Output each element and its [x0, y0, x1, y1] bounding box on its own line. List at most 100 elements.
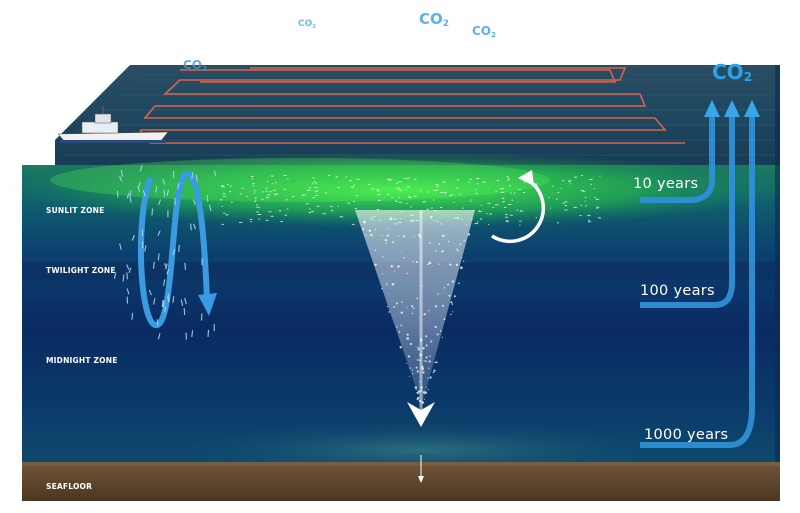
particle — [357, 179, 360, 180]
particle — [315, 195, 317, 196]
sinking-particle — [458, 283, 460, 285]
co2-label-sky-2: CO2 — [472, 24, 496, 39]
particle — [399, 190, 402, 191]
particle — [338, 206, 339, 207]
particle — [596, 199, 599, 200]
fish-mark — [208, 330, 209, 337]
particle — [600, 176, 601, 177]
particle — [254, 193, 255, 194]
fish-mark — [185, 263, 186, 270]
particle — [440, 192, 443, 193]
particle — [414, 179, 417, 180]
particle — [315, 182, 317, 183]
particle — [581, 190, 584, 191]
particle — [231, 202, 233, 203]
particle — [263, 191, 264, 192]
particle — [337, 187, 339, 188]
particle — [478, 211, 481, 212]
particle — [377, 191, 380, 192]
particle — [352, 224, 355, 225]
particle — [220, 199, 222, 200]
particle — [519, 189, 522, 190]
fish-mark — [162, 300, 163, 307]
fish-mark — [179, 245, 180, 252]
particle — [550, 208, 551, 209]
particle — [336, 177, 339, 178]
co2-label-sky-3: CO2 — [298, 19, 316, 30]
particle — [340, 216, 344, 217]
particle — [239, 222, 242, 223]
particle — [221, 206, 222, 207]
particle — [242, 188, 244, 189]
particle — [406, 178, 408, 179]
seafloor-layer — [22, 465, 780, 501]
particle — [523, 192, 525, 193]
particle — [536, 217, 537, 218]
particle — [265, 188, 267, 189]
particle — [314, 187, 317, 188]
particle — [313, 181, 315, 182]
particle — [422, 201, 425, 202]
particle — [587, 215, 590, 216]
particle — [409, 196, 411, 197]
particle — [353, 185, 355, 186]
particle — [221, 185, 224, 186]
particle — [284, 175, 287, 176]
particle — [292, 196, 294, 197]
sinking-particle — [433, 372, 434, 373]
particle — [284, 189, 286, 190]
particle — [240, 194, 242, 195]
particle — [330, 206, 332, 207]
particle — [427, 209, 429, 210]
particle — [505, 214, 507, 215]
particle — [433, 190, 436, 191]
particle — [311, 211, 314, 212]
fish-mark — [118, 191, 119, 198]
particle — [588, 221, 591, 222]
particle — [585, 206, 587, 207]
particle — [348, 203, 350, 204]
particle — [399, 202, 402, 203]
particle — [492, 207, 494, 208]
particle — [452, 194, 453, 195]
zone-label-seafloor: SEAFLOOR — [46, 482, 92, 491]
sinking-particle — [460, 267, 463, 270]
particle — [405, 189, 406, 190]
particle — [286, 199, 288, 200]
particle — [511, 200, 513, 201]
particle — [257, 212, 259, 213]
particle — [223, 196, 225, 197]
sinking-particle — [387, 306, 388, 307]
particle — [431, 208, 433, 209]
particle — [596, 207, 599, 208]
particle — [557, 222, 559, 223]
particle — [261, 199, 263, 200]
timescale-1000-years: 1000 years — [644, 427, 728, 443]
particle — [497, 180, 499, 181]
particle — [568, 181, 571, 182]
particle — [302, 195, 305, 196]
particle — [279, 210, 282, 211]
particle — [436, 186, 439, 187]
particle — [508, 178, 510, 179]
particle — [349, 180, 352, 181]
particle — [266, 220, 269, 221]
particle — [328, 175, 330, 176]
particle — [595, 197, 597, 198]
particle — [486, 213, 487, 214]
co2-label-sky-1: CO2 — [419, 10, 449, 29]
fish-mark — [191, 224, 192, 231]
sinking-particle — [434, 362, 435, 363]
particle — [570, 183, 572, 184]
particle — [520, 211, 523, 212]
particle — [457, 188, 459, 189]
particle — [368, 184, 371, 185]
sinking-particle — [400, 346, 402, 348]
particle — [564, 210, 567, 211]
particle — [252, 178, 254, 179]
particle — [428, 192, 429, 193]
particle — [226, 215, 227, 216]
particle — [505, 217, 508, 218]
particle — [477, 183, 479, 184]
